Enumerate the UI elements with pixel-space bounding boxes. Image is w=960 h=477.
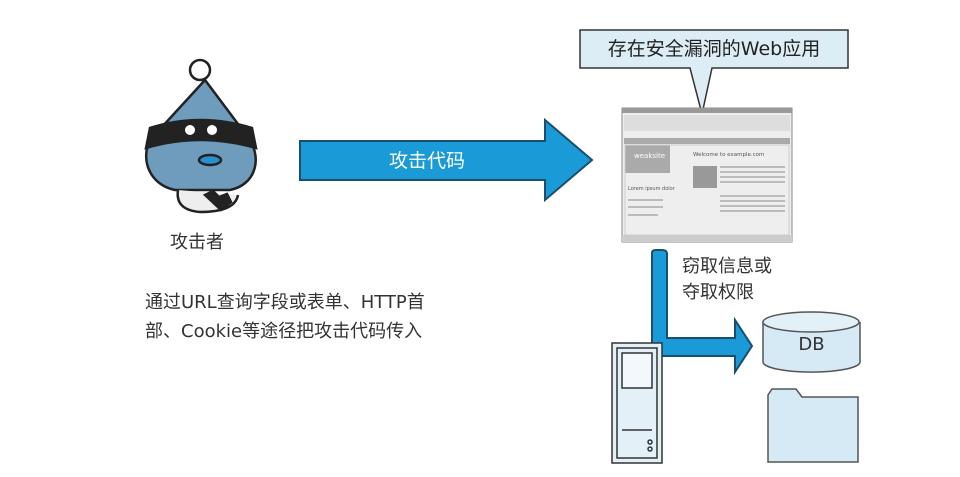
browser-site-name: weaksite: [634, 152, 666, 160]
callout-label: 存在安全漏洞的Web应用: [607, 38, 821, 60]
steal-text: 窃取信息或 夺取权限: [682, 254, 772, 306]
browser-sidebar-title: Lorem ipsum dolor: [628, 186, 675, 192]
database-icon: [762, 311, 861, 373]
browser-window: [621, 107, 793, 243]
steal-arrow: [651, 249, 754, 376]
steal-line: 窃取信息或: [682, 256, 772, 277]
browser-heading: Welcome to example.com: [693, 152, 765, 158]
callout-box: [579, 29, 849, 115]
steal-line: 夺取权限: [682, 282, 754, 303]
attack-arrow: [299, 117, 594, 203]
folder-icon: [767, 388, 859, 463]
server-icon: [611, 342, 663, 464]
attacker-label: 攻击者: [170, 232, 224, 253]
attacker-figure: [144, 58, 258, 214]
description-text: 通过URL查询字段或表单、HTTP首 部、Cookie等途径把攻击代码传入: [145, 288, 425, 346]
description-line: 部、Cookie等途径把攻击代码传入: [145, 321, 423, 342]
attack-code-label: 攻击代码: [388, 150, 465, 172]
description-line: 通过URL查询字段或表单、HTTP首: [145, 292, 425, 313]
db-label: DB: [798, 334, 825, 355]
